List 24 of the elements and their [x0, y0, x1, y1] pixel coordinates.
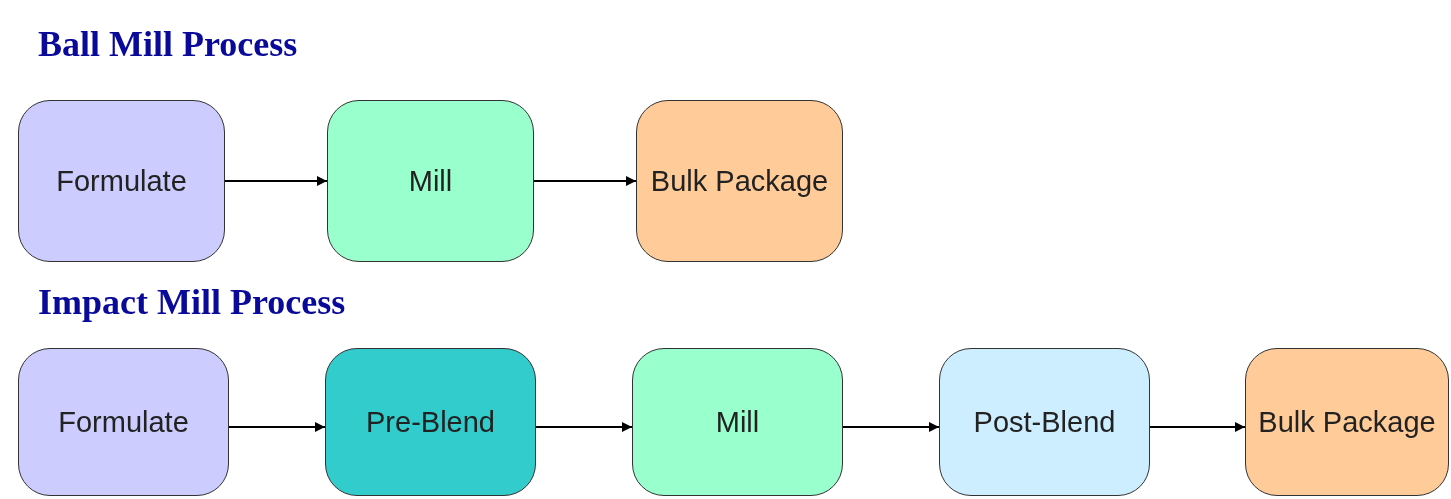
process-box [18, 348, 229, 496]
process-box [1245, 348, 1449, 496]
process-box [327, 100, 534, 262]
arrow [533, 176, 637, 186]
process-box [325, 348, 536, 496]
box-label: Pre-Blend [366, 405, 495, 440]
box-label: Mill [408, 164, 453, 199]
box-label: Formulate [56, 164, 187, 199]
arrow [842, 422, 940, 432]
box-label: Bulk Package [1258, 405, 1436, 440]
arrow [228, 422, 326, 432]
process-box [636, 100, 843, 262]
section-heading: Ball Mill Process [38, 23, 298, 66]
arrow [535, 422, 633, 432]
box-label: Bulk Package [650, 164, 829, 199]
arrow [1149, 422, 1246, 432]
process-box [18, 100, 225, 262]
box-label: Mill [715, 405, 760, 440]
process-box [939, 348, 1150, 496]
box-label: Formulate [58, 405, 189, 440]
process-box [632, 348, 843, 496]
arrow [224, 176, 328, 186]
box-label: Post-Blend [973, 405, 1116, 440]
section-heading: Impact Mill Process [38, 281, 346, 324]
